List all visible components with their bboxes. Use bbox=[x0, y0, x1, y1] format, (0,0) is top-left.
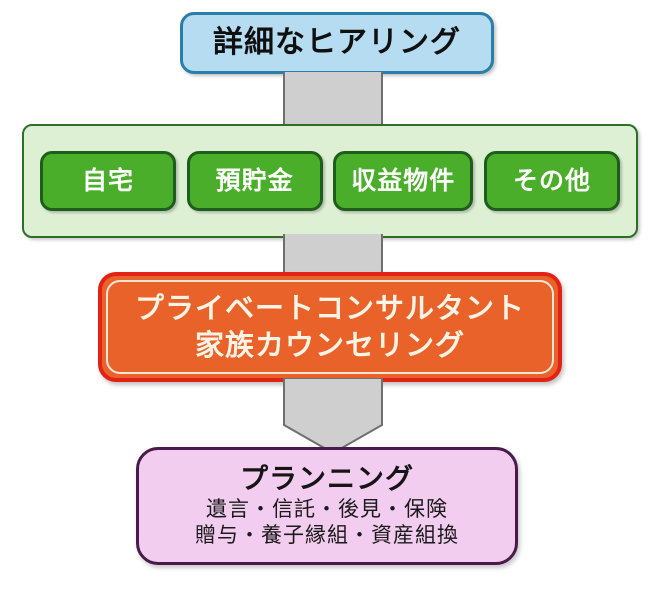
node-planning-subline-1: 遺言・信託・後見・保険 bbox=[206, 497, 448, 522]
asset-box-home[interactable]: 自宅 bbox=[40, 151, 176, 211]
node-private-consultant[interactable]: プライベートコンサルタント 家族カウンセリング bbox=[98, 272, 562, 382]
asset-box-other-label: その他 bbox=[512, 165, 591, 195]
assets-panel: 自宅 預貯金 収益物件 その他 bbox=[22, 124, 638, 238]
asset-box-savings-label: 預貯金 bbox=[215, 165, 294, 195]
node-planning-title: プランニング bbox=[239, 462, 414, 496]
asset-box-other[interactable]: その他 bbox=[483, 151, 620, 211]
arrow-down-icon bbox=[283, 378, 383, 454]
connector-assets-to-consultant bbox=[283, 234, 383, 278]
asset-box-income-property-label: 収益物件 bbox=[351, 165, 456, 195]
node-private-consultant-label-line1: プライベートコンサルタント bbox=[134, 290, 525, 325]
node-detailed-hearing[interactable]: 詳細なヒアリング bbox=[180, 12, 494, 74]
asset-box-income-property[interactable]: 収益物件 bbox=[333, 151, 474, 211]
asset-box-savings[interactable]: 預貯金 bbox=[186, 151, 323, 211]
node-planning[interactable]: プランニング 遺言・信託・後見・保険 贈与・養子縁組・資産組換 bbox=[136, 447, 518, 565]
node-detailed-hearing-label: 詳細なヒアリング bbox=[213, 24, 461, 60]
connector-hearing-to-assets bbox=[283, 72, 383, 124]
node-planning-subline-2: 贈与・養子縁組・資産組換 bbox=[195, 523, 459, 548]
node-private-consultant-label-line2: 家族カウンセリング bbox=[194, 328, 465, 362]
asset-box-home-label: 自宅 bbox=[81, 165, 134, 195]
